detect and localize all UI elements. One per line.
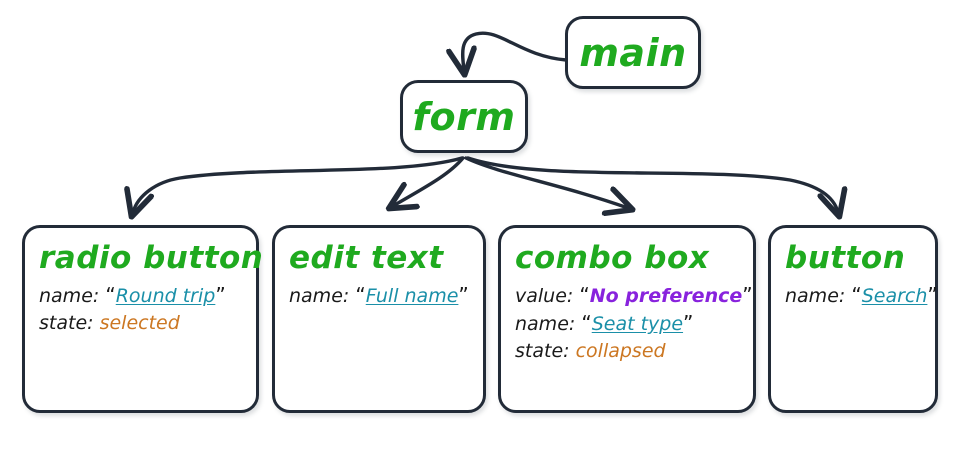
property-value-text: collapsed xyxy=(575,340,666,362)
property-key: name: xyxy=(289,285,350,307)
node-radio-button[interactable]: radio button name: “Round trip” state: s… xyxy=(22,225,264,413)
property-name: name: “Full name” xyxy=(289,282,469,310)
property-value-text: Seat type xyxy=(591,313,684,335)
node-button-title: button xyxy=(785,240,906,276)
close-quote: ” xyxy=(215,283,226,307)
property-key: state: xyxy=(39,312,94,334)
node-combo-box-title: combo box xyxy=(515,240,710,276)
node-form-title: form xyxy=(412,94,516,139)
close-quote: ” xyxy=(683,311,694,335)
property-key: name: xyxy=(785,285,846,307)
close-quote: ” xyxy=(458,283,469,307)
edge-form-to-button xyxy=(466,156,838,212)
node-form[interactable]: form xyxy=(400,80,528,153)
node-main-title: main xyxy=(579,30,687,75)
node-button[interactable]: button name: “Search” xyxy=(768,225,938,413)
node-radio-button-title: radio button xyxy=(39,240,264,276)
open-quote: “ xyxy=(851,283,862,307)
edge-form-to-edit-text xyxy=(393,156,465,206)
property-key: state: xyxy=(515,340,570,362)
property-name: name: “Seat type” xyxy=(515,310,739,338)
close-quote: ” xyxy=(742,283,753,307)
property-key: value: xyxy=(515,285,574,307)
property-name: name: “Round trip” xyxy=(39,282,242,310)
open-quote: “ xyxy=(105,283,116,307)
close-quote: ” xyxy=(927,283,938,307)
property-value: value: “No preference” xyxy=(515,282,753,310)
open-quote: “ xyxy=(355,283,366,307)
node-edit-text[interactable]: edit text name: “Full name” xyxy=(272,225,486,413)
edge-form-to-combo-box xyxy=(464,156,628,208)
property-value: selected xyxy=(99,312,180,334)
open-quote: “ xyxy=(579,283,590,307)
property-value: Search xyxy=(861,285,928,307)
node-combo-box[interactable]: combo box value: “No preference” name: “… xyxy=(498,225,756,413)
property-value: Full name xyxy=(365,285,459,307)
property-state: state: selected xyxy=(39,310,242,337)
property-key: name: xyxy=(515,313,576,335)
property-state: state: collapsed xyxy=(515,338,739,365)
property-key: name: xyxy=(39,285,100,307)
edge-main-to-form xyxy=(463,31,568,70)
property-value: Round trip xyxy=(115,285,216,307)
property-value-text: No preference xyxy=(589,285,743,307)
open-quote: “ xyxy=(581,311,592,335)
node-edit-text-title: edit text xyxy=(289,240,444,276)
property-name: name: “Search” xyxy=(785,282,938,310)
node-main[interactable]: main xyxy=(565,16,701,89)
edge-form-to-radio-button xyxy=(133,156,464,212)
